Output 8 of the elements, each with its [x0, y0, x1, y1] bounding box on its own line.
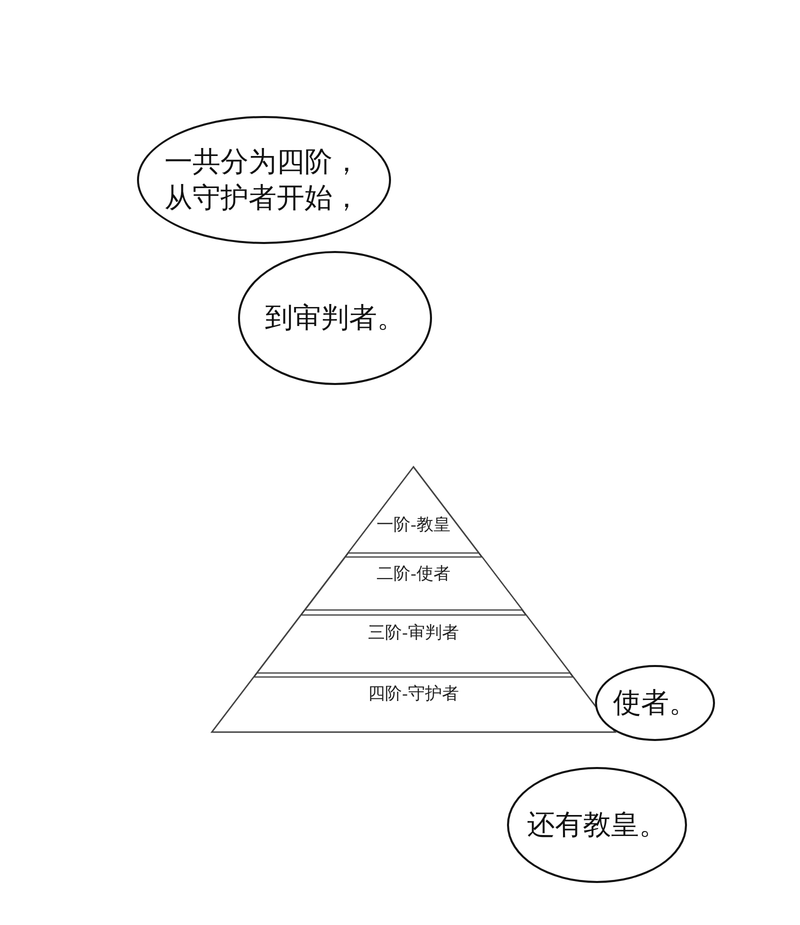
tier-label: 二阶-使者 [376, 563, 452, 585]
tier-label: 一阶-教皇 [376, 514, 452, 536]
bubble-text: 使者。 [613, 684, 697, 721]
bubble-text: 到审判者。 [265, 300, 405, 336]
bubble-text: 一共分为四阶，从守护者开始， [164, 144, 362, 216]
bubble-text: 还有教皇。 [527, 806, 667, 843]
tier-label: 三阶-审判者 [367, 622, 460, 644]
tier-label: 四阶-守护者 [367, 683, 460, 705]
